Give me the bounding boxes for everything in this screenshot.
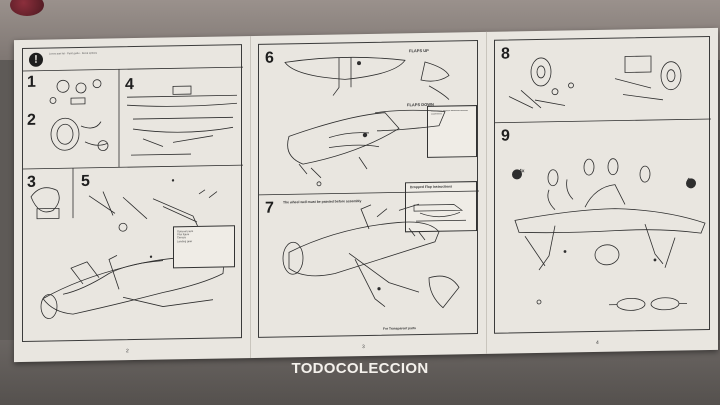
right-page: 8 9 4x 4x	[486, 28, 718, 354]
watermark-text: TODOCOLECCION	[291, 360, 429, 377]
left-page: ! Lorem part list · Paint guide · Decal …	[14, 36, 251, 363]
page-number-left: 2	[126, 348, 129, 355]
notes-list: Optional parts Pilot figure Canopy Landi…	[177, 229, 231, 243]
parts-notes-box: Optional parts Pilot figure Canopy Landi…	[173, 225, 235, 269]
red-object	[10, 0, 44, 16]
right-page-diagrams	[495, 55, 711, 311]
left-page-diagrams	[23, 66, 243, 319]
page-number-right: 4	[596, 339, 599, 346]
left-page-frame: ! Lorem part list · Paint guide · Decal …	[22, 44, 243, 343]
middle-page: 6 7 FLAPS UP FLAPS DOWN The wheel well m…	[250, 31, 487, 359]
footer-note: For Transparent parts	[383, 326, 416, 331]
dropped-flap-box: Dropped Flap Instructions	[405, 181, 477, 233]
middle-page-frame: 6 7 FLAPS UP FLAPS DOWN The wheel well m…	[258, 40, 479, 338]
middle-page-diagrams	[259, 56, 479, 309]
right-page-frame: 8 9 4x 4x	[494, 35, 711, 334]
note-line: Landing gear	[177, 239, 193, 243]
dropped-flap-diagram	[413, 204, 466, 222]
page-number-middle: 3	[362, 344, 365, 351]
instruction-booklet: ! Lorem part list · Paint guide · Decal …	[14, 27, 718, 363]
